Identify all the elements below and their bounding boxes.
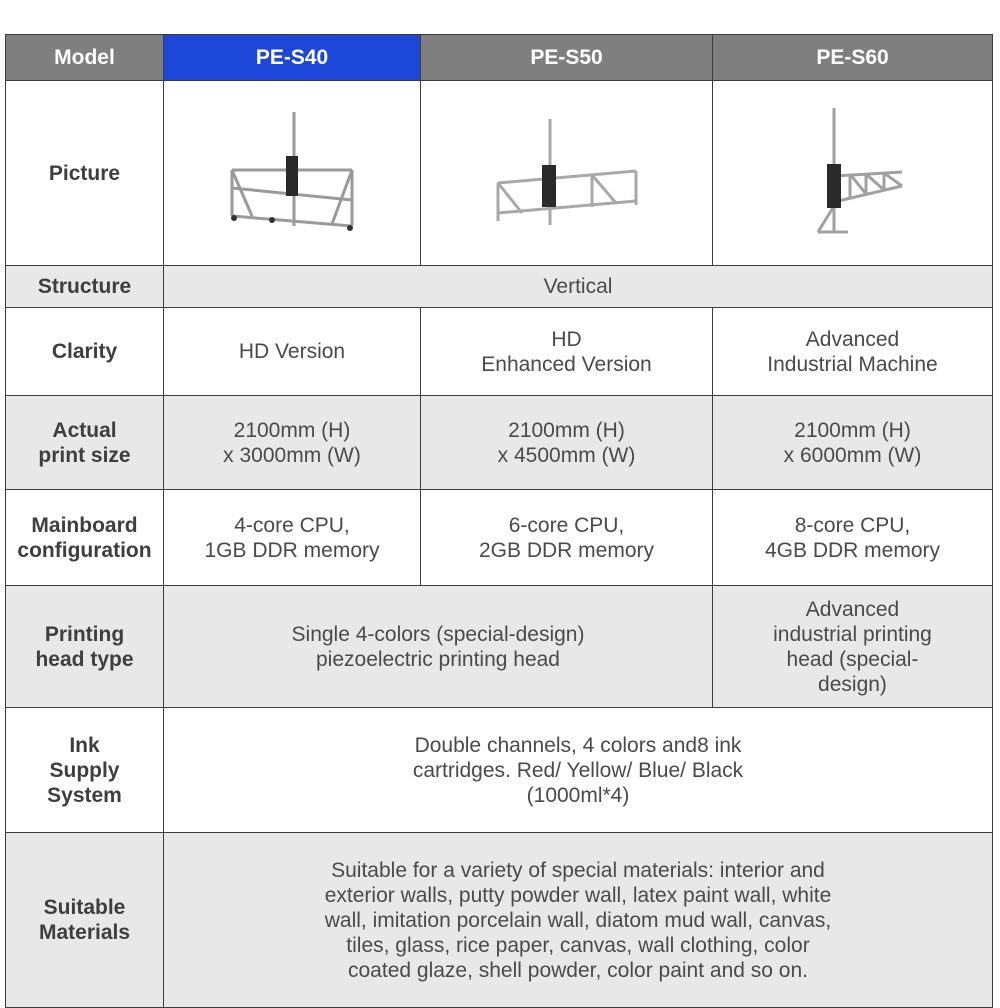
print-size-value-s60: 2100mm (H) x 6000mm (W) bbox=[712, 395, 993, 490]
ink-value: Double channels, 4 colors and8 ink cartr… bbox=[163, 707, 993, 833]
mainboard-value-s40: 4-core CPU, 1GB DDR memory bbox=[163, 489, 421, 586]
structure-label: Structure bbox=[5, 265, 164, 308]
structure-value: Vertical bbox=[163, 265, 993, 308]
mainboard-row: Mainboard configuration 4-core CPU, 1GB … bbox=[5, 489, 993, 586]
picture-cell-s50 bbox=[420, 80, 713, 266]
header-model-label: Model bbox=[5, 34, 164, 81]
structure-row: Structure Vertical bbox=[5, 265, 993, 308]
picture-row: Picture bbox=[5, 80, 993, 266]
print-head-label: Printing head type bbox=[5, 585, 164, 708]
print-size-label: Actual print size bbox=[5, 395, 164, 490]
picture-label: Picture bbox=[5, 80, 164, 266]
spec-table: Model PE-S40 PE-S50 PE-S60 Picture bbox=[5, 34, 993, 1008]
print-size-row: Actual print size 2100mm (H) x 3000mm (W… bbox=[5, 395, 993, 490]
printer-s50-image bbox=[496, 119, 637, 225]
print-size-value-s40: 2100mm (H) x 3000mm (W) bbox=[163, 395, 421, 490]
materials-value: Suitable for a variety of special materi… bbox=[163, 832, 993, 1008]
mainboard-value-s50: 6-core CPU, 2GB DDR memory bbox=[420, 489, 713, 586]
print-size-value-s50: 2100mm (H) x 4500mm (W) bbox=[420, 395, 713, 490]
mainboard-label: Mainboard configuration bbox=[5, 489, 164, 586]
header-model-pe-s60: PE-S60 bbox=[712, 34, 993, 81]
clarity-row: Clarity HD Version HD Enhanced Version A… bbox=[5, 307, 993, 396]
picture-cell-s60 bbox=[712, 80, 993, 266]
ink-row: Ink Supply System Double channels, 4 col… bbox=[5, 707, 993, 833]
materials-row: Suitable Materials Suitable for a variet… bbox=[5, 832, 993, 1008]
mainboard-value-s60: 8-core CPU, 4GB DDR memory bbox=[712, 489, 993, 586]
clarity-value-s60: Advanced Industrial Machine bbox=[712, 307, 993, 396]
printer-s60-image bbox=[816, 108, 903, 234]
print-head-row: Printing head type Single 4-colors (spec… bbox=[5, 585, 993, 708]
clarity-value-s50: HD Enhanced Version bbox=[420, 307, 713, 396]
print-head-value-s60: Advanced industrial printing head (speci… bbox=[712, 585, 993, 708]
clarity-label: Clarity bbox=[5, 307, 164, 396]
header-model-pe-s50: PE-S50 bbox=[420, 34, 713, 81]
header-row: Model PE-S40 PE-S50 PE-S60 bbox=[5, 34, 993, 81]
picture-cell-s40 bbox=[163, 80, 421, 266]
materials-label: Suitable Materials bbox=[5, 832, 164, 1008]
printer-s40-image bbox=[230, 112, 354, 231]
clarity-value-s40: HD Version bbox=[163, 307, 421, 396]
print-head-value-shared: Single 4-colors (special-design) piezoel… bbox=[163, 585, 713, 708]
header-model-pe-s40: PE-S40 bbox=[163, 34, 421, 81]
ink-label: Ink Supply System bbox=[5, 707, 164, 833]
